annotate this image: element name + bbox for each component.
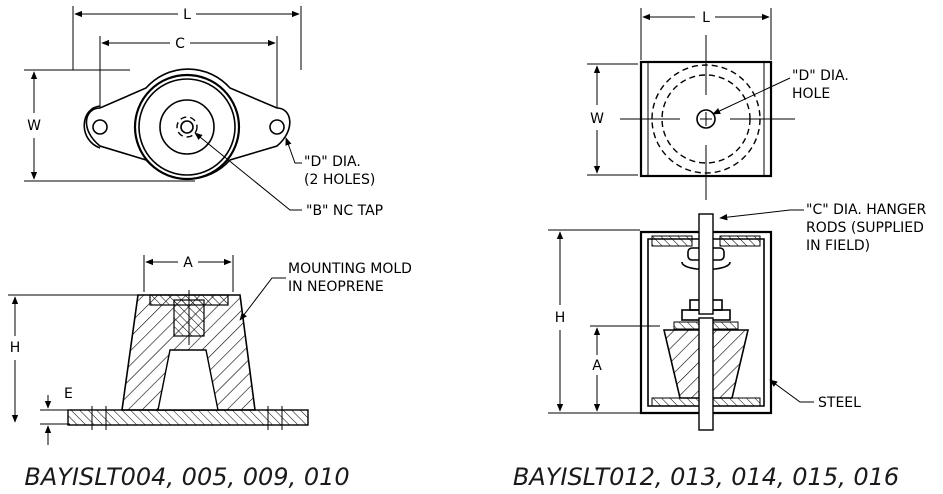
right-dim-A: A [592, 358, 602, 374]
left-dim-A: A [183, 255, 193, 271]
right-callout-steel: STEEL [818, 395, 861, 411]
left-dim-C: C [175, 36, 185, 52]
right-plan-view: L W "D" DIA. HOLE [587, 8, 849, 200]
left-callout-B: "B" NC TAP [306, 203, 383, 219]
caption-right: BAYISLT012, 013, 014, 015, 016 [513, 463, 899, 491]
left-callout-D-1: "D" DIA. [304, 154, 361, 170]
left-callout-mold-1: MOUNTING MOLD [288, 261, 412, 277]
left-callout-D-2: (2 HOLES) [304, 172, 375, 188]
left-dim-W: W [27, 118, 41, 134]
right-section-view: H A "C" DIA. HANGER RODS (SUPPLIED IN FI… [548, 202, 927, 431]
left-dim-H: H [10, 340, 21, 356]
right-callout-C-2: RODS (SUPPLIED [806, 220, 924, 236]
caption-left: BAYISLT004, 005, 009, 010 [24, 463, 349, 491]
right-dim-W: W [590, 111, 604, 127]
right-callout-C-1: "C" DIA. HANGER [806, 202, 927, 218]
right-dim-L: L [702, 10, 710, 26]
left-plan-view: L C W "D" DIA. (2 HOLES) "B" NC TAP [24, 6, 383, 219]
right-callout-D-1: "D" DIA. [792, 68, 849, 84]
left-callout-mold-2: IN NEOPRENE [288, 279, 384, 295]
right-callout-D-2: HOLE [792, 86, 830, 102]
right-callout-C-3: IN FIELD) [806, 238, 870, 254]
left-dim-L: L [183, 7, 191, 23]
right-dim-H: H [555, 310, 566, 326]
left-dim-E: E [64, 386, 73, 402]
left-section-view: A H E MOUNTING MOLD IN NEOPRENE [8, 255, 412, 445]
